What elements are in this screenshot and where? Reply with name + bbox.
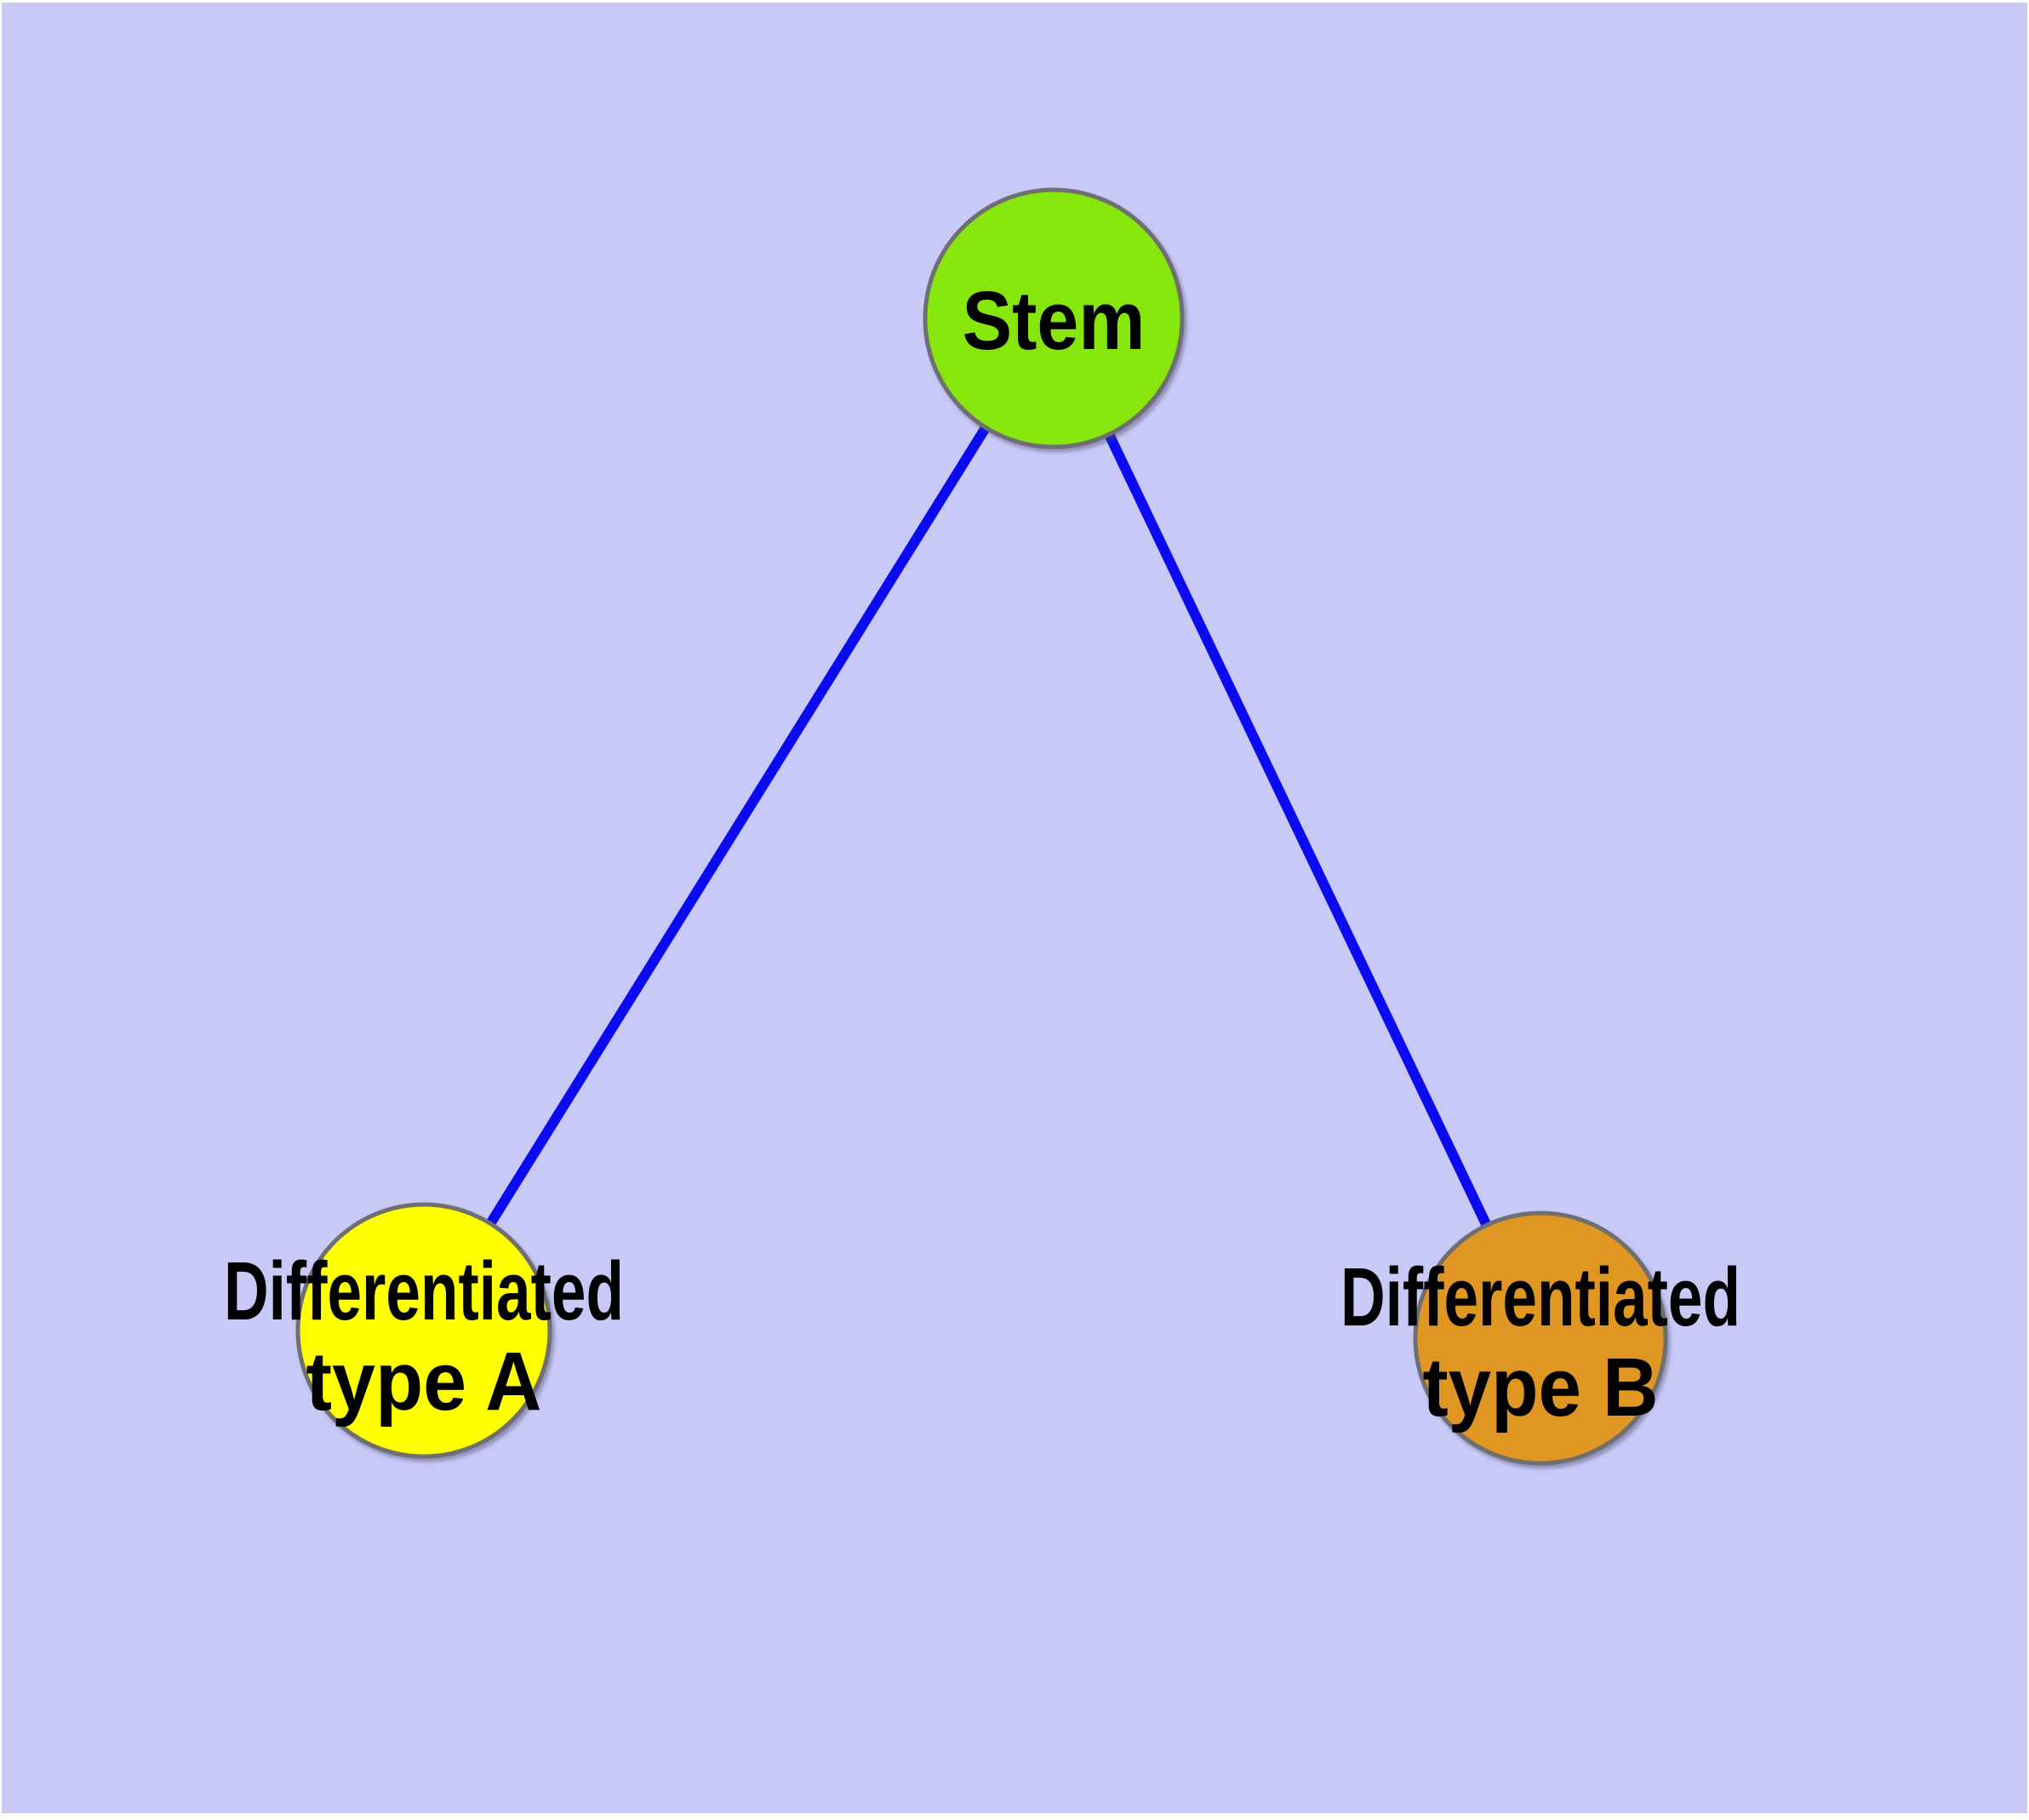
- node-stem: Stem: [923, 187, 1185, 449]
- node-label-line: type A: [306, 1335, 542, 1428]
- node-label-line: Differentiated: [224, 1245, 624, 1337]
- node-circle-diff-b: [1413, 1210, 1668, 1466]
- node-label-line: Stem: [963, 274, 1146, 367]
- edge-stem-diff-b: [1049, 316, 1546, 1341]
- node-circle-stem: [923, 187, 1185, 449]
- node-label-stem: Stem: [963, 274, 1146, 367]
- edge-stem-diff-a: [419, 315, 1059, 1334]
- node-label-line: type B: [1423, 1341, 1659, 1434]
- node-circle-diff-a: [295, 1202, 552, 1459]
- node-label-line: Differentiated: [1340, 1251, 1740, 1343]
